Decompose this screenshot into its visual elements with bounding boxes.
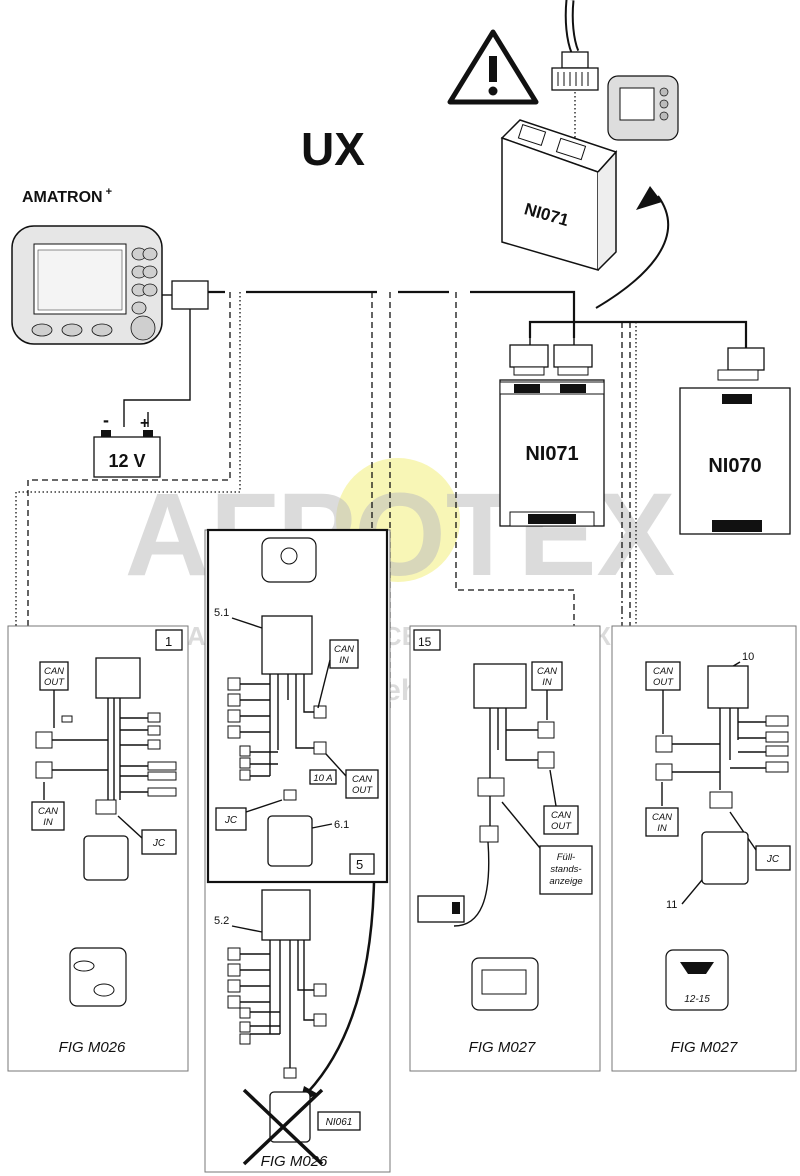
ecu-5-2 (261, 889, 311, 941)
panel-15-number: 15 (418, 635, 432, 649)
arrow-head (636, 186, 662, 210)
small-terminal-icon (607, 75, 679, 141)
ni061-label: NI061 (326, 1117, 353, 1128)
panel-10-number: 10 (742, 651, 754, 663)
panel-5-arrow (307, 881, 376, 1093)
fuse-label: 10 A (313, 773, 332, 784)
panel-1-can-in-tag (31, 801, 65, 831)
fill-level-label: Füll-stands-anzeige (549, 852, 582, 887)
panel-5-jc: JC (224, 815, 238, 826)
item-5-1: 5.1 (214, 607, 229, 619)
battery: - + 12 V (93, 309, 191, 478)
panel-5-number: 5 (356, 857, 363, 872)
module-ni070-label: NI070 (708, 455, 761, 477)
panel-10-module (701, 831, 749, 885)
panel-15-ecu (473, 663, 527, 709)
panel-1-jc: JC (152, 838, 166, 849)
ni070-connector (717, 347, 765, 381)
panel-1-can-out-tag (39, 661, 69, 691)
ecu-5-1 (261, 615, 313, 675)
ni071-connectors (509, 338, 593, 376)
item-6-1: 6.1 (334, 819, 349, 831)
ni061-tag (317, 1111, 361, 1131)
warning-icon (447, 29, 539, 105)
panel-1-ecu (95, 657, 141, 699)
amatron-terminal (11, 225, 163, 345)
panel-5-jc-tag (215, 807, 247, 831)
panel-10-can-out-tag (645, 661, 681, 691)
panel-1-number: 1 (165, 634, 172, 649)
module-ni071-label: NI071 (525, 443, 578, 465)
connection-arrow (595, 195, 670, 309)
terminal-label: AMATRON+ (22, 186, 112, 206)
panel-5-can-out-tag (345, 769, 379, 799)
panel-1-machine-icon (69, 947, 127, 1007)
panel-15-can-out-tag (543, 805, 579, 835)
item-11: 11 (666, 899, 677, 911)
module-ni070: NI070 (679, 387, 791, 535)
top-plug-connector (551, 0, 599, 138)
sprayer-icon-badge: 12-15 (684, 994, 710, 1005)
battery-minus: - (103, 410, 109, 430)
module-ni071-top: NI071 (500, 119, 618, 271)
cross-out (242, 1088, 324, 1166)
module-ni071: NI071 (499, 379, 605, 527)
panel-10-jc: JC (766, 854, 780, 865)
panel-5-fig: FIG M026 (261, 1153, 328, 1170)
item-5-2: 5.2 (214, 915, 229, 927)
junction-box (171, 280, 209, 310)
fill-level-tag (539, 845, 593, 895)
panel-1-jc-tag (141, 829, 177, 855)
panel-10-fig: FIG M027 (671, 1039, 738, 1056)
module-6-1 (267, 815, 313, 867)
battery-plus: + (140, 415, 149, 432)
panel-1-fig: FIG M026 (59, 1039, 126, 1056)
sprayer-icon (665, 949, 729, 1011)
panel-10-jc-tag (755, 845, 791, 871)
fuse-tag (309, 769, 337, 785)
tractor-icon (261, 537, 317, 583)
panel-5-can-in-tag (329, 639, 359, 669)
panel-10-ecu (707, 665, 749, 709)
page-title: UX (301, 123, 365, 175)
panel-15-fig: FIG M027 (469, 1039, 536, 1056)
panel-1-module (83, 835, 129, 881)
battery-voltage: 12 V (108, 451, 145, 471)
panel-10-can-in-tag (645, 807, 679, 837)
